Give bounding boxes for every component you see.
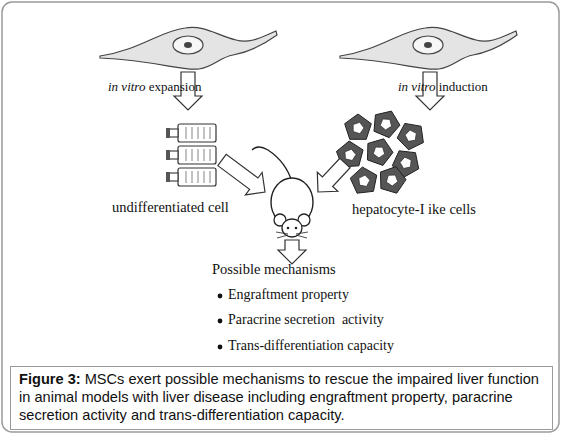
hepatocyte-nucleus	[353, 122, 364, 133]
flask-stripe	[186, 171, 187, 183]
hepatocyte	[345, 114, 372, 139]
flask-stripe	[198, 127, 199, 139]
flask-stripe	[204, 171, 205, 183]
hepatocyte-nucleus	[345, 149, 356, 160]
msc-cell-left	[100, 27, 277, 69]
bullet	[218, 345, 223, 350]
cell-body	[340, 27, 517, 69]
list-heading: Possible mechanisms	[212, 261, 336, 278]
hepatocyte	[374, 111, 400, 138]
italic-term: in vitro	[108, 79, 145, 94]
flask-body	[178, 124, 216, 142]
hepatocyte	[367, 139, 393, 166]
flask	[166, 146, 216, 164]
flask-cap	[166, 172, 170, 182]
flask	[166, 168, 216, 186]
flask-stripe	[210, 171, 211, 183]
step-label: in vitro expansion	[108, 80, 201, 95]
mouse-eye	[295, 227, 298, 230]
mouse-eye	[287, 227, 290, 230]
list-item: Engraftment property	[228, 287, 349, 303]
flask-body	[178, 146, 216, 164]
figure-frame	[2, 2, 559, 432]
flask-stripe	[186, 149, 187, 161]
hepatocyte-nucleus	[400, 157, 411, 168]
flask-stripe	[210, 127, 211, 139]
flask-cap	[166, 128, 170, 138]
block-arrows	[174, 72, 444, 264]
list-item: Paracrine secretion activity	[228, 312, 384, 328]
flask-neck	[169, 151, 178, 159]
bullet	[218, 294, 223, 299]
hepatocyte	[397, 123, 423, 149]
nucleolus	[424, 42, 432, 48]
flask-stripe	[192, 149, 193, 161]
cell-label: hepatocyte-I ike cells	[352, 201, 476, 218]
list-item: Trans-differentiation capacity	[228, 338, 394, 354]
flask-stripe	[198, 149, 199, 161]
flask-stripe	[204, 149, 205, 161]
culture-flasks	[166, 124, 216, 186]
hepatocyte	[380, 167, 406, 194]
flask-neck	[169, 129, 178, 137]
hepatocyte-nucleus	[373, 147, 384, 158]
italic-term: in vitro	[398, 79, 435, 94]
cell-nucleus	[413, 36, 443, 54]
hepatocyte-cluster	[336, 111, 423, 193]
hepatocyte-nucleus	[380, 119, 391, 130]
hepatocyte	[350, 167, 376, 193]
mouse-whiskers	[276, 232, 308, 238]
step-label: in vitro induction	[398, 80, 488, 95]
hepatocyte-nucleus	[359, 175, 370, 186]
bullet	[218, 319, 223, 324]
flask-neck	[169, 173, 178, 181]
flask-stripe	[192, 127, 193, 139]
hepatocyte-nucleus	[405, 130, 416, 141]
figure-number: Figure 3:	[19, 371, 81, 387]
block-arrow	[317, 158, 350, 192]
flask-stripe	[192, 171, 193, 183]
mouse-head	[282, 219, 302, 237]
flask	[166, 124, 216, 142]
block-arrow	[278, 240, 306, 264]
flask-stripe	[186, 127, 187, 139]
caption-box: Figure 3: MSCs exert possible mechanisms…	[10, 366, 553, 430]
cell-body	[100, 27, 277, 69]
bullet-points	[218, 294, 223, 350]
flask-stripe	[210, 149, 211, 161]
nucleolus	[184, 42, 192, 48]
flask-stripe	[198, 171, 199, 183]
figure-caption: Figure 3: MSCs exert possible mechanisms…	[19, 370, 544, 424]
hepatocyte-nucleus	[386, 175, 397, 186]
mouse-tail	[252, 147, 292, 182]
flask-cap	[166, 150, 170, 160]
msc-cell-right	[340, 27, 517, 69]
cell-nucleus	[173, 36, 203, 54]
cell-label: undifferentiated cell	[112, 199, 229, 216]
flask-stripe	[204, 127, 205, 139]
block-arrow	[218, 154, 265, 194]
flask-body	[178, 168, 216, 186]
